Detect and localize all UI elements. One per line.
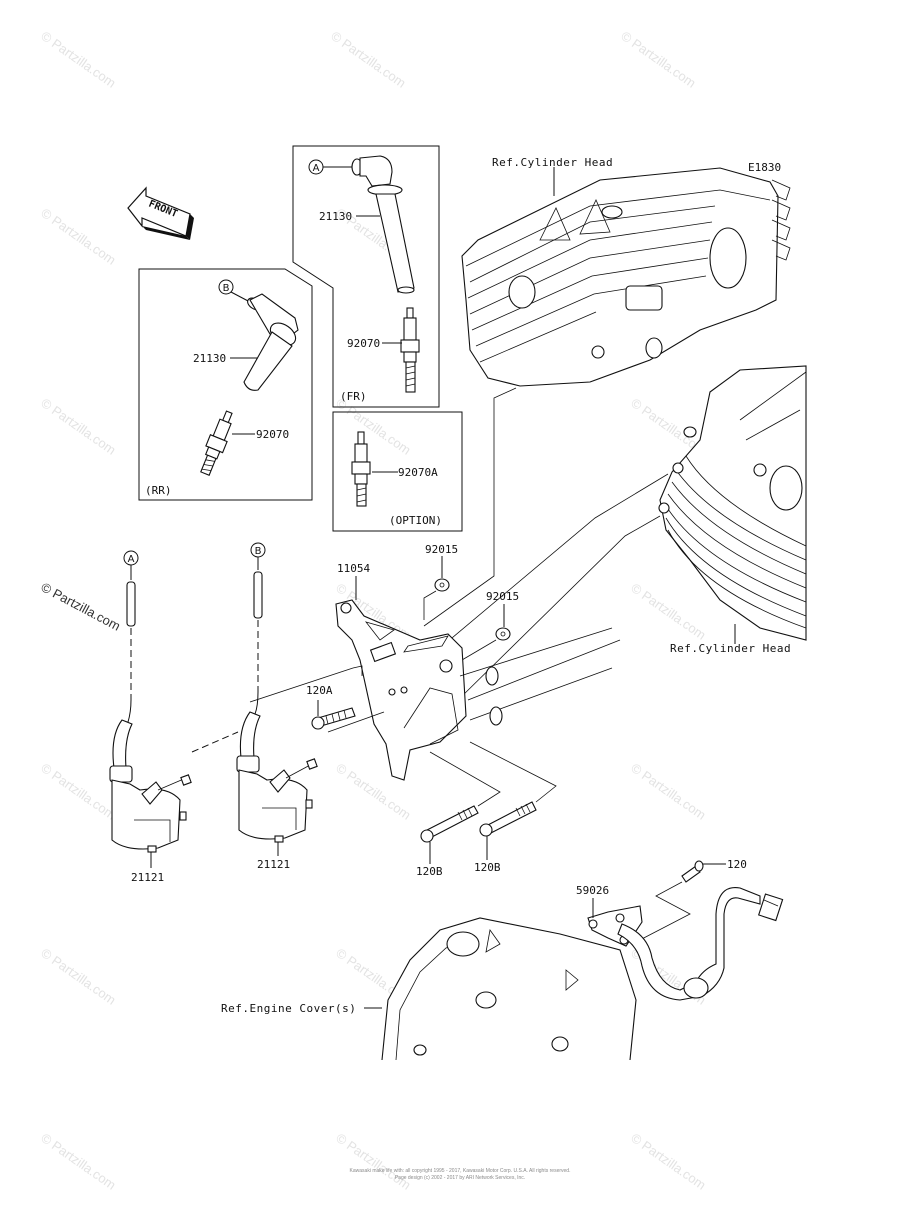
ht-lead-b: B <box>250 542 266 715</box>
bolt-120b-right <box>479 801 537 837</box>
connector-b-label: B <box>223 283 230 294</box>
watermark: © Partzilla.com <box>333 395 413 458</box>
watermark-prominent: © Partzilla.com <box>39 579 123 633</box>
callout-21130-fr: 21130 <box>319 210 352 223</box>
front-arrow-icon: FRONT <box>127 186 194 240</box>
ht-lead-a: A <box>123 550 139 723</box>
diagram-code: E1830 <box>748 161 781 174</box>
watermark: © Partzilla.com <box>38 28 118 91</box>
rr-group: B 21130 92070 (RR) <box>138 268 313 501</box>
ref-cylinder-head-top: Ref.Cylinder Head <box>492 156 613 169</box>
watermark: © Partzilla.com <box>38 1130 118 1193</box>
nut-92015-lower <box>495 627 511 641</box>
callout-92070a: 92070A <box>398 466 438 479</box>
spark-plug-rr <box>200 410 233 476</box>
ignition-coil-left <box>109 719 192 853</box>
callout-21130-rr: 21130 <box>193 352 226 365</box>
callout-59026: 59026 <box>576 884 609 897</box>
crank-position-sensor <box>587 886 784 1001</box>
option-group: 92070A (OPTION) <box>332 411 463 532</box>
callout-120a: 120A <box>306 684 333 697</box>
watermark: © Partzilla.com <box>628 580 708 643</box>
fr-group: A 21130 92070 (FR) <box>292 145 440 408</box>
callout-92070-rr: 92070 <box>256 428 289 441</box>
spark-plug-cap-rr <box>243 293 299 391</box>
watermark: © Partzilla.com <box>628 760 708 823</box>
ref-cylinder-head-right: Ref.Cylinder Head <box>670 642 791 655</box>
group-label-option: (OPTION) <box>389 514 442 527</box>
copyright-line: Kawasaki make life with: all copyright 1… <box>350 1168 571 1174</box>
engine-cover <box>381 917 637 1061</box>
ref-engine-cover: Ref.Engine Cover(s) <box>221 1002 356 1015</box>
group-label-fr: (FR) <box>340 390 367 403</box>
watermark: © Partzilla.com <box>333 1130 413 1193</box>
callout-92015-upper: 92015 <box>425 543 458 556</box>
watermark: © Partzilla.com <box>38 760 118 823</box>
spark-plug-fr <box>400 307 420 393</box>
cylinder-head-top: Ref.Cylinder Head <box>461 156 791 387</box>
watermark: © Partzilla.com <box>618 28 698 91</box>
callout-120: 120 <box>727 858 747 871</box>
callout-92015-lower: 92015 <box>486 590 519 603</box>
callout-120b-left: 120B <box>416 865 443 878</box>
callout-11054: 11054 <box>337 562 370 575</box>
bolt-120a <box>311 707 356 730</box>
watermark: © Partzilla.com <box>328 28 408 91</box>
callout-120b-right: 120B <box>474 861 501 874</box>
bolt-120 <box>681 860 704 883</box>
callout-92070-fr: 92070 <box>347 337 380 350</box>
watermark: © Partzilla.com <box>628 1130 708 1193</box>
watermark: © Partzilla.com <box>38 205 118 268</box>
page-design-line: Page design (c) 2002 - 2017 by ARI Netwo… <box>395 1175 525 1181</box>
watermark: © Partzilla.com <box>38 945 118 1008</box>
cylinder-head-right: Ref.Cylinder Head <box>658 365 807 655</box>
connector-a-label-lower: A <box>128 554 135 565</box>
nut-92015-upper <box>434 578 450 592</box>
watermark: © Partzilla.com <box>38 395 118 458</box>
bolt-120b-left <box>420 805 479 843</box>
callout-21121-right: 21121 <box>257 858 290 871</box>
group-label-rr: (RR) <box>145 484 172 497</box>
spark-plug-cap-fr <box>351 155 415 294</box>
ignition-coil-right <box>236 711 318 843</box>
callout-21121-left: 21121 <box>131 871 164 884</box>
ignition-coil-bracket <box>335 599 467 781</box>
connector-b-label-lower: B <box>255 546 262 557</box>
spark-plug-option <box>351 431 371 507</box>
connector-b-marker <box>218 279 234 295</box>
connector-a-label: A <box>313 163 320 174</box>
